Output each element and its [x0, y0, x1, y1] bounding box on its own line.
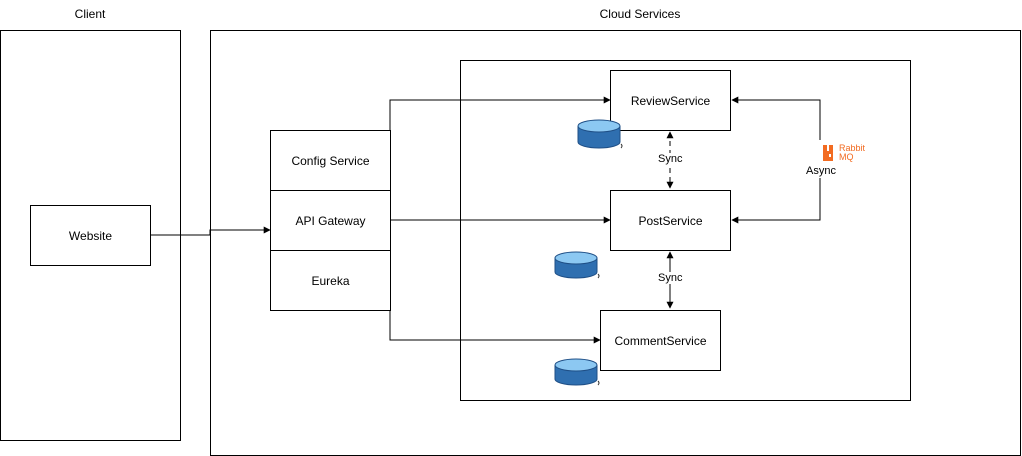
- api-gateway-node: API Gateway: [270, 190, 391, 251]
- client-region-title: Client: [74, 7, 106, 21]
- gateway-to-review-arrow: [389, 96, 611, 130]
- rabbitmq-logo: Rabbit MQ: [822, 143, 872, 163]
- services-container: [460, 60, 911, 401]
- rabbitmq-logo-text-2: MQ: [839, 152, 854, 162]
- rabbit-icon: [823, 145, 833, 161]
- gateway-to-comment-arrow: [389, 310, 601, 344]
- config-service-node: Config Service: [270, 130, 391, 191]
- comment-service-node: CommentService: [600, 310, 721, 371]
- comment-database-icon: [554, 358, 600, 386]
- review-service-node: ReviewService: [610, 70, 731, 131]
- review-post-sync-label: Sync: [656, 153, 685, 165]
- async-label: Async: [804, 165, 838, 177]
- cloud-region-title: Cloud Services: [599, 7, 681, 21]
- post-comment-sync-label: Sync: [656, 272, 685, 284]
- async-broker-to-post-arrow: [731, 178, 821, 224]
- post-database-icon: [554, 251, 600, 279]
- async-broker-to-review-arrow: [731, 96, 821, 140]
- website-node: Website: [30, 205, 151, 266]
- review-database-icon: [577, 119, 623, 149]
- post-service-node: PostService: [610, 190, 731, 251]
- eureka-node: Eureka: [270, 250, 391, 311]
- rabbitmq-logo-text-1: Rabbit: [839, 143, 866, 153]
- website-to-gateway-arrow: [150, 226, 271, 236]
